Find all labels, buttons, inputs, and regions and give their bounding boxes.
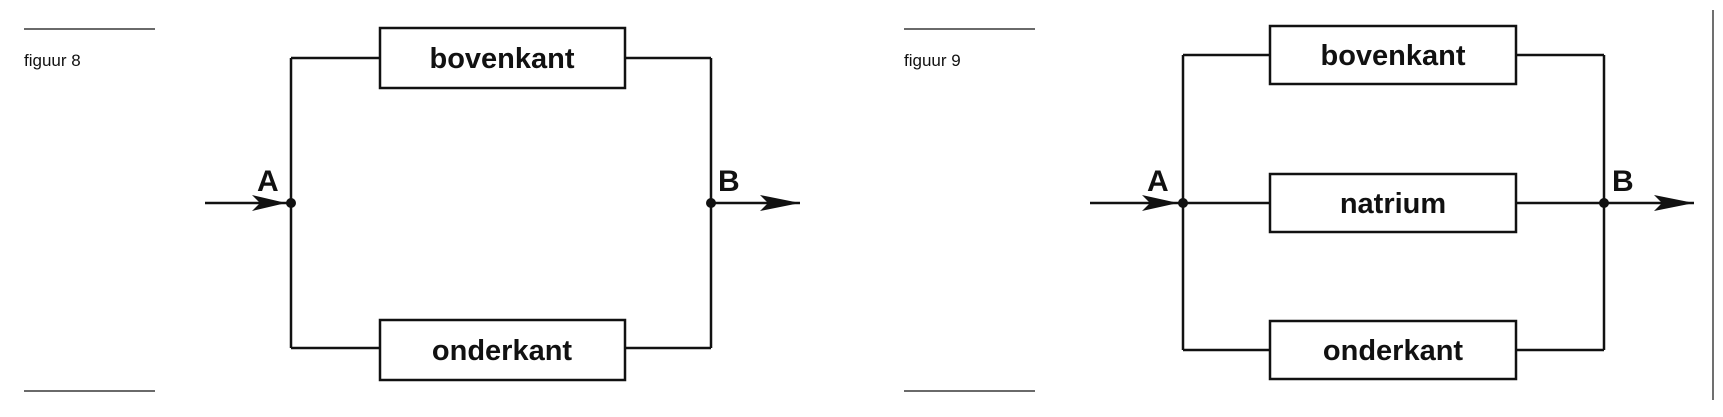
figure-8-box-onderkant-label: onderkant <box>432 335 573 367</box>
figure-9-box-natrium-label: natrium <box>1340 188 1446 220</box>
figure-9-output-arrow-icon <box>1654 195 1694 211</box>
figure-9-box-bovenkant-label: bovenkant <box>1320 40 1465 72</box>
figure-9-input-arrow-icon <box>1142 195 1178 211</box>
figure-9-caption: figuur 9 <box>904 51 961 70</box>
figure-8: figuur 8 bovenkant onderkant <box>24 26 800 392</box>
figure-9-box-onderkant-frame <box>1268 319 1518 381</box>
figure-9-node-a-dot <box>1178 198 1188 208</box>
figure-8-node-b-label: B <box>718 165 740 198</box>
figure-9-box-bovenkant: bovenkant <box>1268 24 1518 86</box>
figure-8-node-a-label: A <box>257 165 279 198</box>
figure-8-node-a-dot <box>286 198 296 208</box>
figure-8-box-bovenkant: bovenkant <box>378 26 627 90</box>
figure-9-box-natrium: natrium <box>1268 172 1518 234</box>
figure-9-box-bovenkant-frame <box>1268 24 1518 86</box>
figure-9-node-b-label: B <box>1612 165 1634 198</box>
figure-8-node-b-dot <box>706 198 716 208</box>
figure-8-box-bovenkant-label: bovenkant <box>429 43 574 75</box>
figure-8-input-arrow-icon <box>252 195 286 211</box>
figure-8-caption: figuur 8 <box>24 51 81 70</box>
figure-8-box-onderkant: onderkant <box>378 318 627 382</box>
figure-9-box-natrium-frame <box>1268 172 1518 234</box>
figure-9-node-b-dot <box>1599 198 1609 208</box>
figure-8-output-arrow-icon <box>760 195 800 211</box>
figure-8-box-bovenkant-frame <box>378 26 627 90</box>
figure-9-box-onderkant-label: onderkant <box>1323 335 1464 367</box>
figure-8-box-onderkant-frame <box>378 318 627 382</box>
figure-9: figuur 9 bovenkant nat <box>904 24 1694 392</box>
figure-9-box-onderkant: onderkant <box>1268 319 1518 381</box>
figure-9-node-a-label: A <box>1147 165 1169 198</box>
